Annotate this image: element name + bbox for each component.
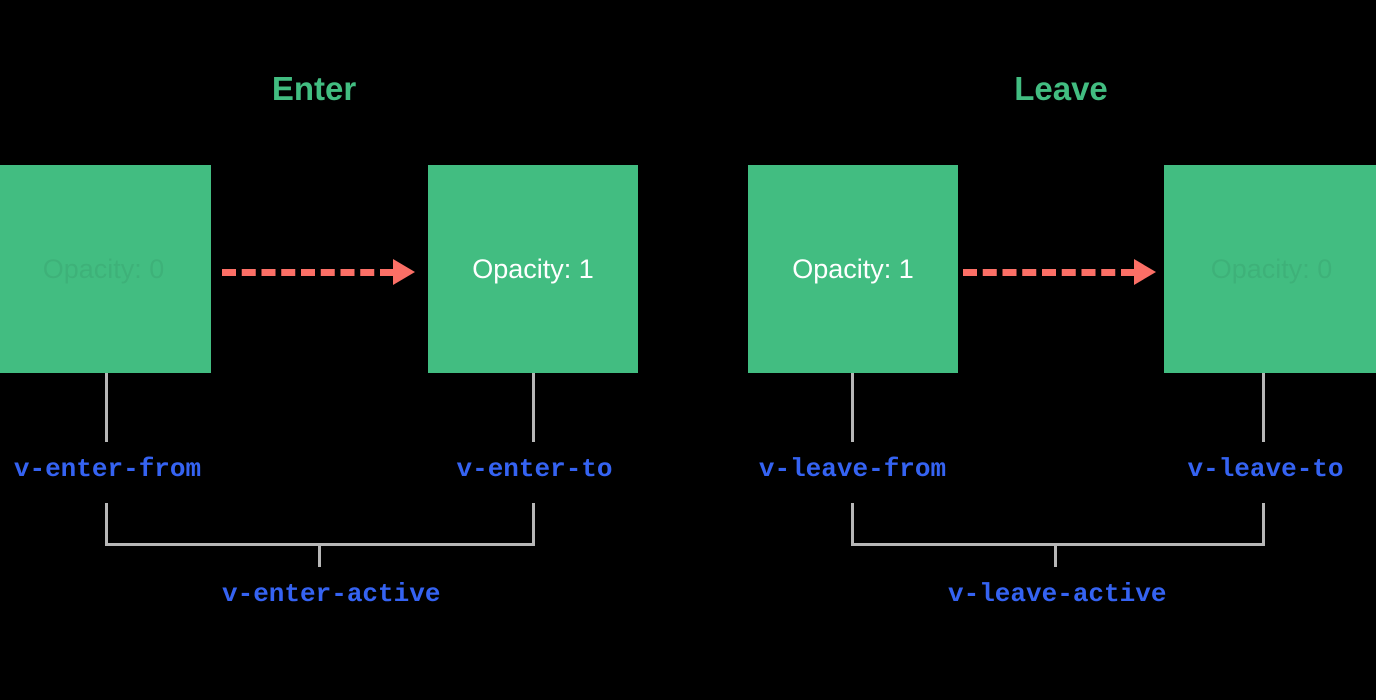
label-v-leave-from: v-leave-from bbox=[758, 454, 947, 484]
leave-transition-arrow bbox=[963, 259, 1156, 285]
label-v-leave-to: v-leave-to bbox=[1187, 454, 1344, 484]
leave-from-opacity-label: Opacity: 1 bbox=[792, 253, 914, 284]
leave-from-connector bbox=[851, 373, 854, 442]
leave-to-connector bbox=[1262, 373, 1265, 442]
leave-active-bracket-left bbox=[851, 503, 854, 546]
label-v-enter-from: v-enter-from bbox=[13, 454, 202, 484]
leave-to-box: Opacity: 0 bbox=[1164, 165, 1376, 373]
leave-from-box: Opacity: 1 bbox=[748, 165, 958, 373]
enter-from-opacity-label: Opacity: 0 bbox=[42, 253, 165, 284]
enter-to-box: Opacity: 1 bbox=[428, 165, 638, 373]
enter-active-bracket-stem bbox=[318, 543, 321, 567]
label-v-leave-active: v-leave-active bbox=[948, 579, 1167, 609]
arrow-head-icon bbox=[393, 259, 415, 285]
enter-to-opacity-label: Opacity: 1 bbox=[472, 253, 594, 284]
leave-to-opacity-label: Opacity: 0 bbox=[1210, 253, 1333, 284]
arrow-head-icon bbox=[1134, 259, 1156, 285]
enter-to-connector bbox=[532, 373, 535, 442]
enter-section-title: Enter bbox=[271, 70, 357, 107]
enter-transition-arrow bbox=[222, 259, 415, 285]
leave-active-bracket-span bbox=[851, 543, 1265, 546]
leave-section-title: Leave bbox=[1014, 70, 1108, 107]
leave-active-bracket-right bbox=[1262, 503, 1265, 546]
arrow-dashed-line bbox=[963, 268, 1135, 276]
arrow-dashed-line bbox=[222, 268, 394, 276]
label-v-enter-active: v-enter-active bbox=[222, 579, 441, 609]
leave-active-bracket-stem bbox=[1054, 543, 1057, 567]
enter-active-bracket-right bbox=[532, 503, 535, 546]
label-v-enter-to: v-enter-to bbox=[456, 454, 613, 484]
enter-from-box: Opacity: 0 bbox=[0, 165, 211, 373]
enter-from-connector bbox=[105, 373, 108, 442]
enter-active-bracket-left bbox=[105, 503, 108, 546]
